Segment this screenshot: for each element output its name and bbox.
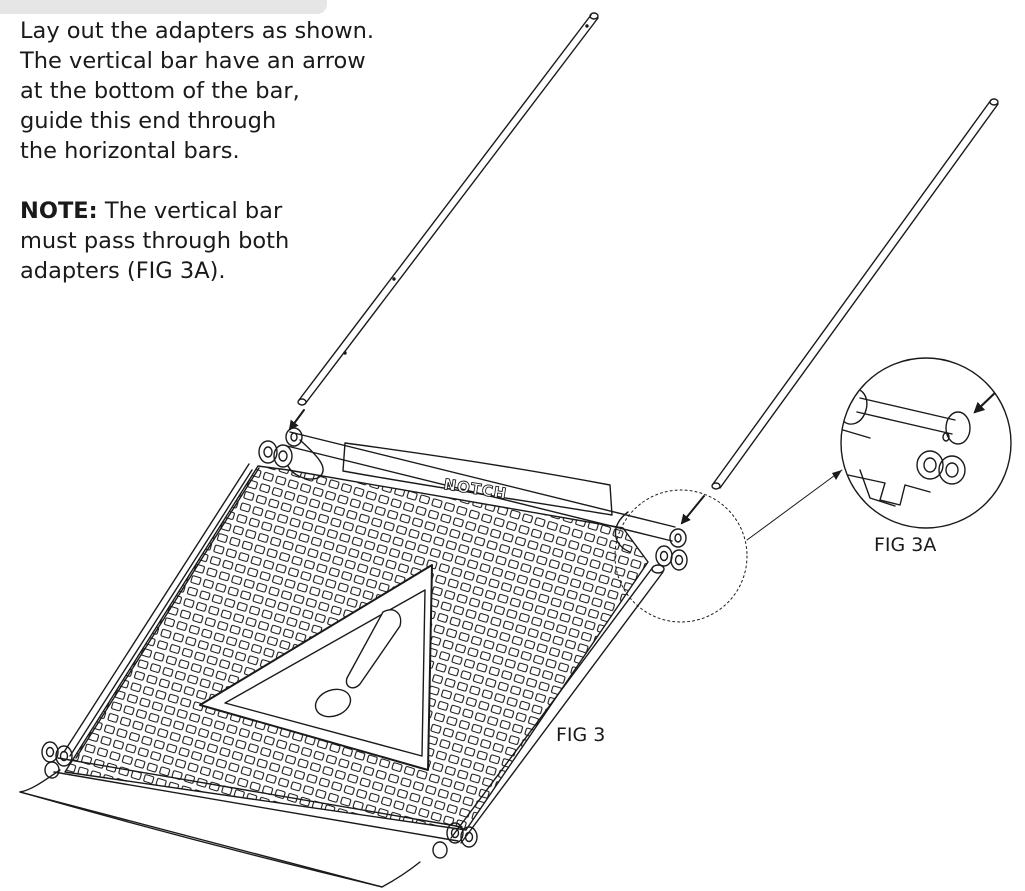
detail-callout <box>614 357 1012 623</box>
figure-label-detail: FIG 3A <box>874 534 937 556</box>
instruction-line: guide this end through <box>20 108 277 134</box>
note-text: The vertical bar <box>97 198 283 224</box>
insertion-arrow-icon <box>288 409 705 525</box>
note-line: adapters (FIG 3A). <box>20 258 226 284</box>
header-tab <box>0 0 327 14</box>
note-paragraph: NOTE: The vertical bar must pass through… <box>20 196 350 286</box>
figure-label-main: FIG 3 <box>556 724 606 746</box>
instructions-text: Lay out the adapters as shown. The verti… <box>20 16 375 286</box>
left-frame-bar <box>63 463 260 759</box>
warning-triangle-icon <box>199 564 433 771</box>
bottom-horizontal-bar <box>19 757 463 888</box>
adapter-top-right <box>655 528 688 571</box>
top-horizontal-bar <box>286 431 676 553</box>
adapter-bottom-right <box>432 822 478 859</box>
right-frame-bar <box>450 564 665 844</box>
instruction-line: Lay out the adapters as shown. <box>20 18 375 44</box>
note-line: must pass through both <box>20 228 290 254</box>
instructions-paragraph: Lay out the adapters as shown. The verti… <box>20 16 375 166</box>
instruction-line: the horizontal bars. <box>20 138 240 164</box>
adapter-top-left <box>258 427 303 468</box>
vertical-bar-right <box>711 98 999 490</box>
instruction-line: The vertical bar have an arrow <box>20 48 366 74</box>
note-label: NOTE: <box>20 198 98 224</box>
note-line: NOTE: The vertical bar <box>20 196 350 226</box>
adapter-bottom-left <box>41 741 73 779</box>
instruction-line: at the bottom of the bar, <box>20 78 300 104</box>
vertical-bar-left <box>297 12 599 406</box>
